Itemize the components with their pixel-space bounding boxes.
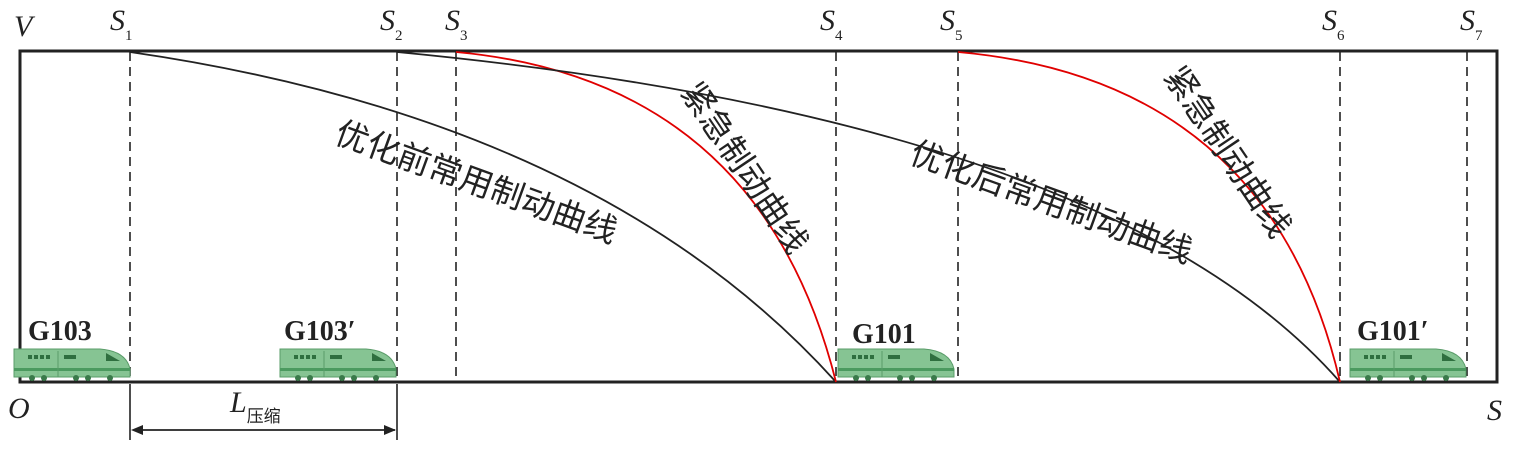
service-brake-curve-before	[129, 51, 837, 383]
position-label-s7: S7	[1460, 4, 1483, 44]
emergency-brake-curve-1	[455, 51, 837, 383]
position-label-s1: S1	[110, 4, 133, 44]
train-label-g101: G101	[852, 319, 916, 350]
emergency-brake-curve-2	[957, 51, 1341, 383]
position-label-s5: S5	[940, 4, 963, 44]
s-axis-label: S	[1487, 394, 1502, 427]
position-label-s4: S4	[820, 4, 843, 44]
train-icon	[1349, 348, 1467, 382]
position-label-s3: S3	[445, 4, 468, 44]
position-lines	[129, 52, 1468, 382]
train-g103: G103	[13, 316, 131, 382]
curve-label-after-optimization: 优化后常用制动曲线	[905, 133, 1197, 271]
position-labels: S1 S2 S3 S4 S5 S6 S7	[110, 4, 1483, 44]
train-label-g101-prime: G101′	[1357, 316, 1429, 347]
compression-arrow-left-head	[131, 425, 143, 435]
compression-label: L压缩	[229, 386, 281, 427]
train-icon	[837, 348, 955, 382]
position-label-s6: S6	[1322, 4, 1345, 44]
train-g103-prime: G103′	[279, 316, 397, 382]
service-brake-curve-after	[396, 51, 1341, 383]
diagram-frame	[18, 49, 1499, 384]
position-label-s2: S2	[380, 4, 403, 44]
compression-distance: L压缩	[129, 384, 398, 440]
train-label-g103-prime: G103′	[284, 316, 356, 347]
train-g101-prime: G101′	[1349, 316, 1467, 382]
curve-label-emergency-2: 紧急制动曲线	[1156, 59, 1299, 245]
v-axis-label: V	[14, 10, 36, 43]
train-icon	[13, 348, 131, 382]
train-icon	[279, 348, 397, 382]
train-g101: G101	[837, 319, 955, 382]
origin-label: O	[8, 392, 30, 425]
train-label-g103: G103	[28, 316, 92, 347]
curve-label-before-optimization: 优化前常用制动曲线	[330, 113, 622, 251]
